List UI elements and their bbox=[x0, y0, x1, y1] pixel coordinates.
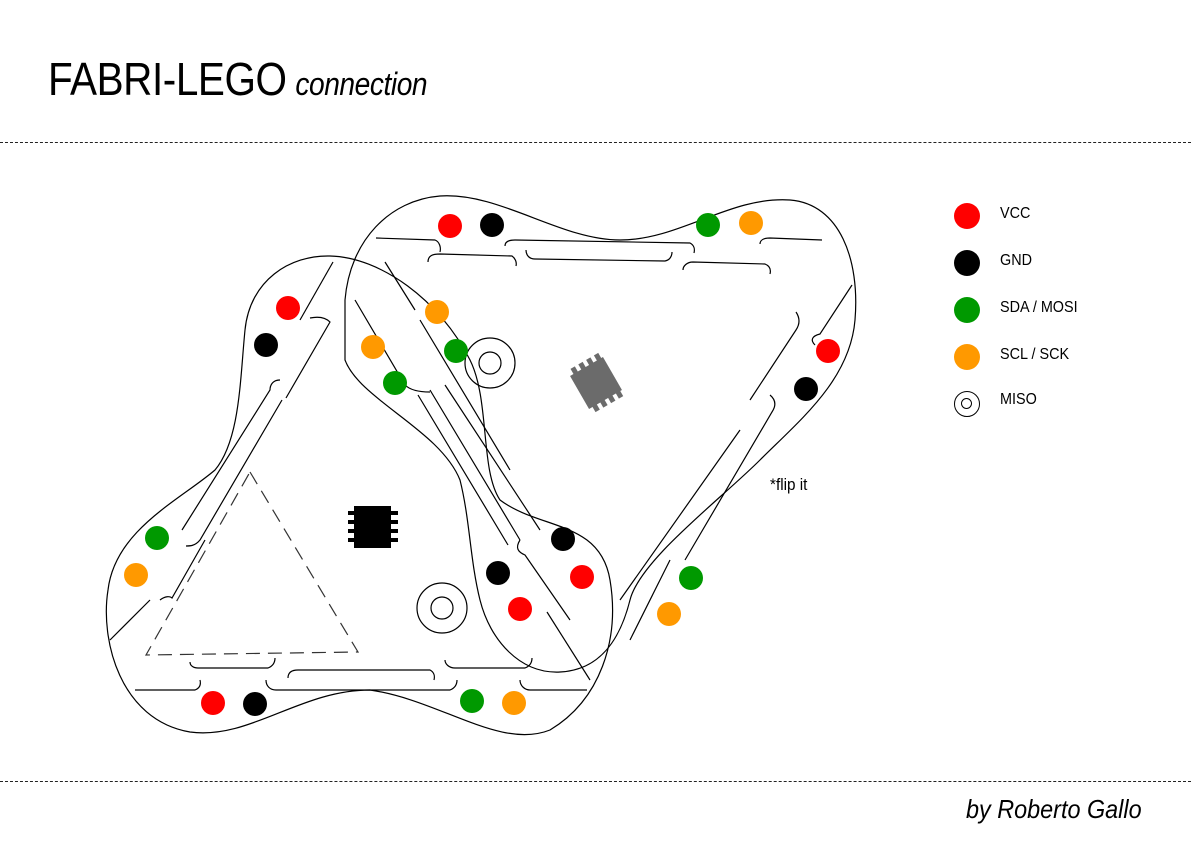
slot bbox=[427, 253, 517, 267]
slot bbox=[759, 237, 823, 245]
pin-vcc bbox=[816, 339, 840, 363]
slot bbox=[546, 611, 591, 681]
slot bbox=[525, 249, 673, 262]
pin-scl bbox=[502, 691, 526, 715]
chip-back-icon bbox=[570, 352, 624, 413]
slot bbox=[285, 316, 331, 399]
slot bbox=[384, 261, 416, 311]
slot bbox=[159, 539, 206, 601]
pin-vcc bbox=[438, 214, 462, 238]
scl-dot-icon bbox=[954, 344, 980, 370]
legend-label: MISO bbox=[1000, 391, 1037, 408]
slot bbox=[299, 261, 334, 321]
slot bbox=[749, 311, 800, 401]
slot bbox=[429, 389, 521, 541]
pin-sda bbox=[460, 689, 484, 713]
pin-sda bbox=[679, 566, 703, 590]
pin-gnd bbox=[243, 692, 267, 716]
miso-ring-front-inner bbox=[430, 596, 454, 620]
slot bbox=[504, 239, 695, 254]
title-subtitle: connection bbox=[295, 66, 428, 102]
slot bbox=[619, 429, 741, 601]
gnd-dot-icon bbox=[954, 250, 980, 276]
slot bbox=[811, 284, 853, 346]
slot bbox=[516, 539, 571, 621]
slot bbox=[185, 399, 283, 547]
pin-gnd bbox=[254, 333, 278, 357]
top-cut-line bbox=[0, 142, 1191, 143]
pin-vcc bbox=[276, 296, 300, 320]
pins bbox=[124, 211, 840, 716]
vcc-dot-icon bbox=[954, 203, 980, 229]
slot bbox=[419, 319, 511, 471]
slot bbox=[109, 599, 151, 641]
pin-scl bbox=[361, 335, 385, 359]
pin-sda bbox=[696, 213, 720, 237]
slot bbox=[682, 261, 771, 275]
miso-ring-back bbox=[464, 337, 516, 389]
pin-sda bbox=[444, 339, 468, 363]
slot bbox=[444, 657, 533, 669]
title-main: FABRI-LEGO bbox=[48, 53, 287, 105]
legend-label: VCC bbox=[1000, 205, 1031, 222]
pin-scl bbox=[124, 563, 148, 587]
slot bbox=[444, 384, 541, 531]
pin-vcc bbox=[508, 597, 532, 621]
pin-gnd bbox=[551, 527, 575, 551]
back-board-outline bbox=[344, 195, 857, 673]
pin-gnd bbox=[480, 213, 504, 237]
miso-ring-front bbox=[416, 582, 468, 634]
miso-ring-icon bbox=[954, 391, 980, 417]
front-board-outline bbox=[105, 255, 614, 736]
slot bbox=[189, 657, 276, 669]
legend-label: SCL / SCK bbox=[1000, 346, 1070, 363]
chip-front-icon bbox=[348, 506, 398, 548]
slot bbox=[135, 679, 201, 691]
slot bbox=[519, 679, 587, 691]
pin-scl bbox=[657, 602, 681, 626]
slot bbox=[417, 394, 509, 546]
slot bbox=[181, 379, 281, 531]
sda-dot-icon bbox=[954, 297, 980, 323]
pin-scl bbox=[739, 211, 763, 235]
pin-sda bbox=[383, 371, 407, 395]
author-byline: by Roberto Gallo bbox=[966, 794, 1142, 824]
slot bbox=[375, 237, 441, 253]
pin-vcc bbox=[570, 565, 594, 589]
pin-gnd bbox=[486, 561, 510, 585]
pin-vcc bbox=[201, 691, 225, 715]
pin-sda bbox=[145, 526, 169, 550]
legend-label: SDA / MOSI bbox=[1000, 299, 1078, 316]
legend-label: GND bbox=[1000, 252, 1033, 269]
slot bbox=[629, 559, 671, 641]
miso-ring-back-inner bbox=[478, 351, 502, 375]
pin-scl bbox=[425, 300, 449, 324]
dashed-triangle bbox=[144, 470, 360, 656]
bottom-cut-line bbox=[0, 781, 1191, 782]
flip-note: *flip it bbox=[770, 475, 808, 494]
slot bbox=[684, 394, 776, 561]
pin-gnd bbox=[794, 377, 818, 401]
slot bbox=[287, 669, 435, 681]
slot bbox=[265, 679, 458, 691]
